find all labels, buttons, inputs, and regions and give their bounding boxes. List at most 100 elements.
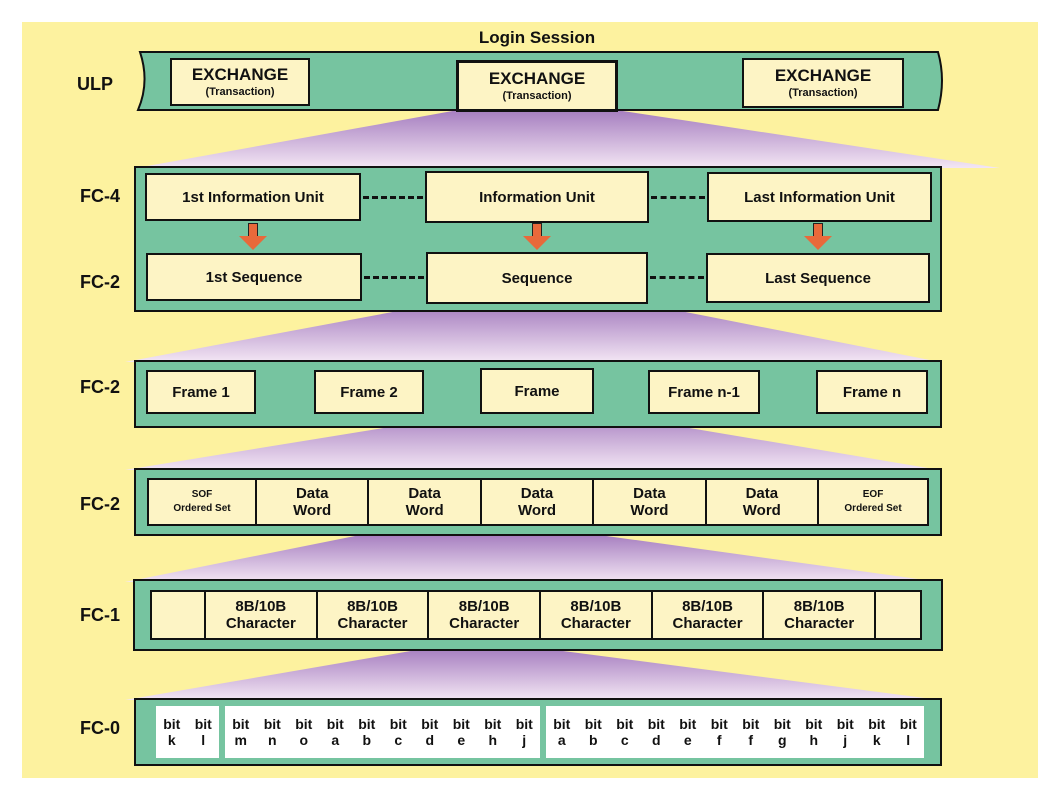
dashed-connector [364, 276, 424, 279]
bit-word: bit [868, 716, 886, 732]
bit-word: bit [163, 716, 181, 732]
exchange-sub: (Transaction) [502, 90, 572, 102]
bit-word: bit [836, 716, 854, 732]
sequence-last: Last Sequence [706, 253, 930, 303]
word-cell-data: Data Word [257, 480, 370, 524]
bit-word: bit [679, 716, 697, 732]
bit-word: bit [295, 716, 313, 732]
diagram-title: Login Session [478, 28, 596, 47]
information-unit-middle: Information Unit [425, 171, 649, 223]
level-label-fc2-word: FC-2 [80, 494, 120, 514]
bit-letter: c [620, 732, 629, 748]
character-row: 8B/10B Character 8B/10B Character 8B/10B… [150, 590, 922, 640]
bit-word: bit [263, 716, 281, 732]
sequence-middle: Sequence [426, 252, 648, 304]
character-cell: 8B/10B Character [206, 592, 318, 638]
bit-letter: l [906, 732, 911, 748]
bit-word: bit [647, 716, 665, 732]
exchange-box-2: EXCHANGE (Transaction) [456, 60, 618, 112]
level-label-fc2-frame: FC-2 [80, 377, 120, 397]
exchange-label: EXCHANGE [774, 66, 872, 85]
bit-letter: j [522, 732, 527, 748]
level-label-ulp: ULP [77, 74, 113, 94]
character-cell: 8B/10B Character [764, 592, 877, 638]
information-unit-last: Last Information Unit [707, 172, 932, 222]
bit-word: bit [742, 716, 760, 732]
bit-letter: g [777, 732, 787, 748]
bit-letter: b [362, 732, 372, 748]
exchange-sub: (Transaction) [205, 86, 275, 98]
bit-word: bit [194, 716, 212, 732]
dashed-connector [363, 196, 423, 199]
bit-letter: c [394, 732, 403, 748]
word-cell-data: Data Word [369, 480, 482, 524]
character-cell: 8B/10B Character [652, 592, 765, 638]
bit-letter: f [748, 732, 754, 748]
character-cell: 8B/10B Character [429, 592, 542, 638]
bit-word: bit [710, 716, 728, 732]
sequence-first: 1st Sequence [146, 253, 362, 301]
bit-word: bit [232, 716, 250, 732]
exchange-label: EXCHANGE [191, 65, 289, 84]
bit-letter: h [809, 732, 819, 748]
bit-word: bit [805, 716, 823, 732]
bit-letter: k [167, 732, 176, 748]
level-label-fc2-sequence: FC-2 [80, 272, 120, 292]
bit-word: bit [899, 716, 917, 732]
exchange-label: EXCHANGE [488, 69, 586, 88]
frame-box-3: Frame [480, 368, 594, 414]
level-label-fc1: FC-1 [80, 605, 120, 625]
bit-word: bit [326, 716, 344, 732]
bit-letter: a [557, 732, 566, 748]
bit-word: bit [515, 716, 533, 732]
character-cell-end [876, 592, 920, 638]
word-cell-data: Data Word [706, 480, 820, 524]
bit-word: bit [452, 716, 470, 732]
bit-letter: m [234, 732, 247, 748]
exchange-sub: (Transaction) [788, 87, 858, 99]
bit-word: bit [584, 716, 602, 732]
frame-box-2: Frame 2 [314, 370, 424, 414]
bit-word: bit [484, 716, 502, 732]
word-cell-eof: EOF Ordered Set [819, 480, 928, 524]
character-cell: 8B/10B Character [541, 592, 653, 638]
word-cell-sof: SOF Ordered Set [149, 480, 257, 524]
bit-letter: f [716, 732, 722, 748]
frame-box-4: Frame n-1 [648, 370, 760, 414]
bit-letter: j [843, 732, 848, 748]
word-cell-data: Data Word [594, 480, 707, 524]
bit-letter: e [457, 732, 466, 748]
bit-group-divider [540, 706, 546, 758]
bit-word: bit [421, 716, 439, 732]
bit-letter: k [872, 732, 881, 748]
bit-letter: a [331, 732, 340, 748]
character-cell-start [152, 592, 206, 638]
bit-letter: o [299, 732, 309, 748]
frame-box-5: Frame n [816, 370, 928, 414]
exchange-box-1: EXCHANGE (Transaction) [170, 58, 310, 106]
level-label-fc4: FC-4 [80, 186, 120, 206]
bit-letter: h [488, 732, 498, 748]
dashed-connector [651, 196, 705, 199]
